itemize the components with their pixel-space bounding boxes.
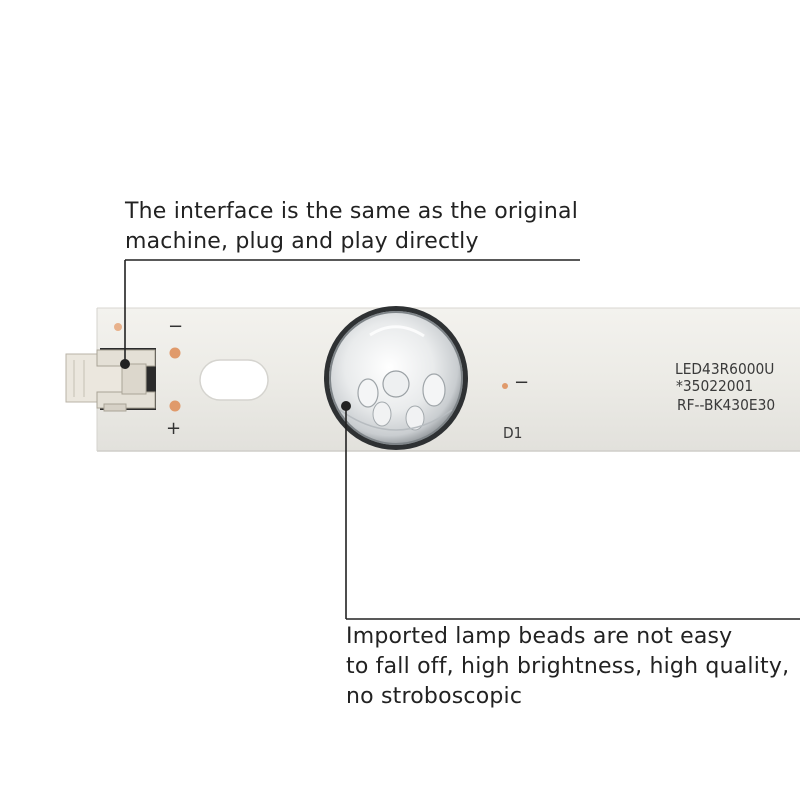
led-designator: D1 bbox=[503, 424, 523, 442]
board-model-line-1: LED43R6000U bbox=[675, 360, 775, 378]
copper-pads bbox=[114, 323, 508, 412]
led-minus-sign: − bbox=[514, 372, 530, 393]
callout-bottom-line-2: to fall off, high brightness, high quali… bbox=[346, 654, 790, 679]
board-model-line-3: RF--BK430E30 bbox=[677, 396, 776, 414]
callout-top-line-1: The interface is the same as the origina… bbox=[125, 199, 579, 224]
board-model-line-2: *35022001 bbox=[676, 377, 754, 395]
callout-interface-text: The interface is the same as the origina… bbox=[125, 197, 578, 257]
callout-leader-bottom bbox=[341, 401, 800, 620]
board-plus-sign: + bbox=[166, 418, 182, 439]
callout-lamp-bead-text: Imported lamp beads are not easy to fall… bbox=[346, 622, 789, 712]
mounting-slot bbox=[199, 359, 269, 401]
callout-leader-top bbox=[120, 259, 580, 369]
board-minus-sign: − bbox=[168, 316, 184, 337]
callout-top-line-2: machine, plug and play directly bbox=[125, 229, 479, 254]
callout-bottom-line-1: Imported lamp beads are not easy bbox=[346, 624, 733, 649]
wire-connector bbox=[65, 348, 156, 412]
callout-bottom-line-3: no stroboscopic bbox=[346, 684, 523, 709]
led-lamp-bead bbox=[324, 306, 468, 450]
